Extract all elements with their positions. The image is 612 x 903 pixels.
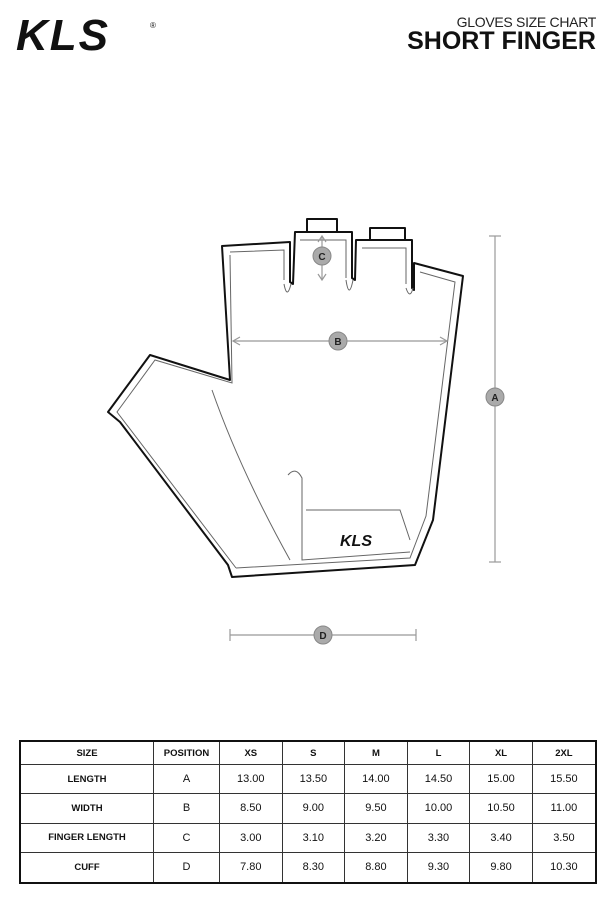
svg-text:®: ® (150, 21, 156, 30)
chart-subtitle: GLOVES SIZE CHART (456, 14, 597, 30)
table-cell: 10.00 (406, 793, 471, 824)
table-cell: 9.50 (344, 793, 408, 824)
row-label: FINGER LENGTH (19, 822, 154, 853)
table-cell: 8.30 (281, 851, 346, 884)
column-header: SIZE (19, 740, 154, 765)
table-cell: 10.30 (531, 851, 597, 884)
table-cell: 3.00 (219, 822, 283, 853)
table-cell: 3.40 (469, 822, 533, 853)
glove-inner-lines (116, 239, 456, 569)
table-cell: 8.50 (219, 793, 283, 824)
table-cell: 9.80 (469, 851, 533, 884)
svg-text:A: A (491, 393, 498, 404)
marker-a: A (485, 387, 505, 407)
svg-text:C: C (318, 252, 325, 263)
column-header: S (281, 740, 346, 765)
row-label: CUFF (19, 851, 154, 884)
table-cell: 15.00 (469, 763, 533, 795)
marker-c: C (312, 246, 332, 266)
table-cell: 10.50 (469, 793, 533, 824)
column-header: 2XL (531, 740, 597, 765)
table-cell: 14.00 (344, 763, 408, 795)
table-cell: 13.50 (281, 763, 346, 795)
table-cell: 3.30 (406, 822, 471, 853)
svg-text:KLS: KLS (16, 14, 110, 54)
glove-diagram: KLS A B C D (107, 218, 505, 645)
chart-title: SHORT FINGER (407, 27, 596, 55)
table-header-row: SIZE POSITION XS S M L XL 2XL (19, 740, 597, 765)
marker-b: B (328, 331, 348, 351)
column-header: XS (219, 740, 283, 765)
svg-text:D: D (319, 631, 326, 642)
svg-text:B: B (334, 337, 341, 348)
table-cell: 9.30 (406, 851, 471, 884)
marker-d: D (313, 625, 333, 645)
table-cell: 11.00 (531, 793, 597, 824)
table-cell: 3.10 (281, 822, 346, 853)
column-header: L (406, 740, 471, 765)
row-position: C (153, 822, 220, 853)
table-cell: 8.80 (344, 851, 408, 884)
row-label: WIDTH (19, 793, 154, 824)
glove-outline (107, 218, 464, 578)
palm-logo: KLS (340, 533, 372, 550)
column-header: M (344, 740, 408, 765)
table-cell: 3.50 (531, 822, 597, 853)
column-header: XL (469, 740, 533, 765)
kls-logo: KLS ® (16, 14, 156, 54)
table-cell: 7.80 (219, 851, 283, 884)
row-position: D (153, 851, 220, 884)
row-position: B (153, 793, 220, 824)
table-cell: 9.00 (281, 793, 346, 824)
row-position: A (153, 763, 220, 795)
table-cell: 14.50 (406, 763, 471, 795)
table-cell: 13.00 (219, 763, 283, 795)
column-header: POSITION (153, 740, 220, 765)
row-label: LENGTH (19, 763, 154, 795)
table-cell: 3.20 (344, 822, 408, 853)
table-cell: 15.50 (531, 763, 597, 795)
